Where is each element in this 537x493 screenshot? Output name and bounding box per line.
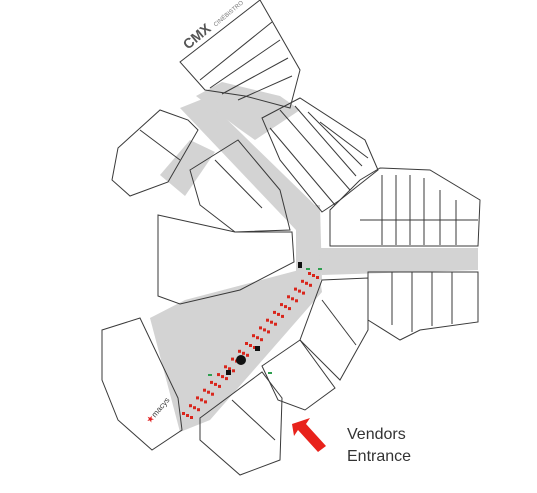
- vendor-spot: [280, 303, 283, 307]
- door-marker: [306, 268, 310, 270]
- vendor-spot: [252, 334, 255, 338]
- store-right-grid: [329, 167, 481, 247]
- store-lower-right-2: [261, 339, 336, 411]
- door-marker: [268, 372, 272, 374]
- store-macys: [101, 317, 183, 451]
- vendor-spot: [291, 297, 294, 301]
- vendor-spot: [182, 412, 185, 415]
- vendor-spot: [228, 367, 231, 371]
- vendor-spot: [277, 312, 280, 316]
- vendor-spot: [309, 283, 312, 287]
- corridors: [150, 82, 478, 432]
- vendor-spot: [211, 392, 214, 396]
- store-upper-left: [111, 109, 199, 197]
- vendors-entrance-label: Vendors Entrance: [347, 424, 477, 468]
- vendor-spot: [302, 291, 305, 295]
- vendor-spot: [284, 305, 287, 309]
- store-right-lower: [367, 271, 479, 341]
- vendor-spot: [242, 351, 245, 355]
- vendors-label-line2: Entrance: [347, 448, 412, 465]
- kiosk: [298, 262, 302, 268]
- vendor-spot: [204, 400, 207, 404]
- vendor-spot: [224, 365, 227, 369]
- corridor-main-diagonal: [150, 265, 322, 432]
- entrance-arrow-icon: [292, 418, 326, 452]
- store-outlines: [101, 0, 481, 476]
- corridor-left-branch: [160, 140, 215, 196]
- corridor-upper-diagonal: [180, 98, 320, 230]
- vendor-spot: [238, 349, 241, 353]
- vendor-spot: [217, 373, 220, 377]
- vendor-spot: [203, 388, 206, 392]
- store-center-anchor: [157, 214, 295, 305]
- vendor-spot: [295, 299, 298, 303]
- vendor-spot: [294, 287, 297, 291]
- vendor-spot: [193, 406, 196, 410]
- vendor-spot: [231, 357, 234, 361]
- vendor-spot: [301, 279, 304, 283]
- vendor-spot: [245, 342, 248, 345]
- store-top-block: [179, 0, 301, 109]
- store-lower-right-1: [299, 277, 369, 381]
- cmx-logo-text: CMX: [180, 20, 215, 53]
- vendor-spot: [263, 328, 266, 332]
- vendor-spot: [200, 398, 203, 402]
- vendors-label-line1: Vendors: [347, 426, 406, 443]
- vendor-spot: [186, 414, 189, 417]
- vendor-spot: [196, 396, 199, 400]
- vendor-spot: [197, 408, 200, 412]
- door-markers: [208, 268, 322, 376]
- vendor-spots: [182, 272, 319, 419]
- kiosk: [226, 370, 231, 375]
- vendor-spot: [259, 326, 262, 330]
- center-fountain: [236, 355, 246, 365]
- door-marker: [208, 374, 212, 376]
- vendor-spot: [266, 318, 269, 322]
- vendor-spot: [273, 310, 276, 314]
- vendor-spot: [288, 307, 291, 311]
- vendor-spot: [207, 390, 210, 394]
- door-marker: [318, 268, 322, 270]
- vendor-spot: [189, 404, 192, 408]
- vendor-spot: [298, 289, 301, 293]
- corridor-right: [318, 248, 478, 275]
- vendor-spot: [267, 330, 270, 334]
- cmx-logo: CMX CINÉBISTRO: [180, 0, 246, 52]
- vendor-spot: [274, 322, 277, 326]
- vendor-spot: [232, 369, 235, 373]
- vendor-spot: [287, 295, 290, 299]
- store-upper-right: [261, 97, 379, 213]
- macys-logo: ★ macys: [144, 396, 172, 426]
- corridor-top: [196, 82, 300, 140]
- vendor-spot: [214, 382, 217, 386]
- vendor-spot: [210, 380, 213, 384]
- vendor-spot: [316, 276, 319, 279]
- vendor-spot: [260, 338, 263, 342]
- vendor-spot: [218, 384, 221, 388]
- vendor-spot: [221, 375, 224, 379]
- store-bottom-center: [199, 371, 283, 476]
- vendor-spot: [190, 416, 193, 419]
- vendor-spot: [253, 346, 256, 349]
- corridor-lower-branch: [150, 314, 208, 372]
- store-center-left: [189, 139, 291, 233]
- macys-label: macys: [150, 396, 172, 419]
- kiosk: [255, 346, 260, 351]
- vendor-spot: [312, 274, 315, 277]
- vendor-spot: [225, 377, 228, 381]
- vendor-spot: [305, 281, 308, 285]
- vendor-spot: [256, 336, 259, 340]
- vendor-spot: [246, 353, 249, 357]
- vendor-spot: [249, 344, 252, 347]
- vendor-spot: [308, 272, 311, 275]
- vendor-spot: [270, 320, 273, 324]
- vendor-spot: [281, 314, 284, 318]
